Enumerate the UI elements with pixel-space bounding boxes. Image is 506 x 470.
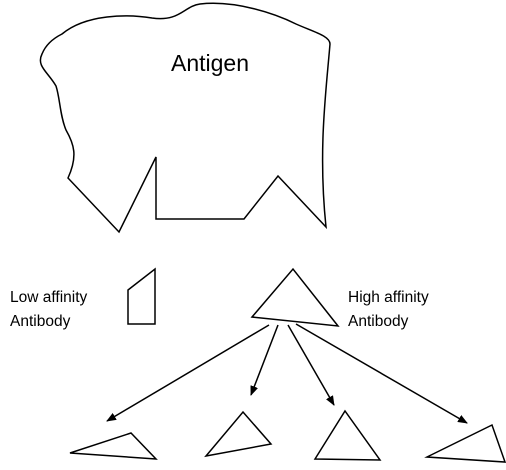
antigen-shape — [39, 2, 331, 234]
arrow-to-clone-3 — [287, 324, 335, 406]
high-affinity-label-line2: Antibody — [348, 313, 409, 330]
high-affinity-label: High affinity Antibody — [348, 289, 433, 330]
low-affinity-label: Low affinity Antibody — [10, 289, 92, 330]
arrow-to-clone-2 — [250, 324, 279, 396]
arrow-to-clone-4 — [295, 323, 468, 424]
clone-antibody-2 — [204, 410, 273, 458]
low-affinity-label-line2: Antibody — [10, 313, 71, 330]
arrow-to-clone-1 — [106, 324, 270, 422]
clone-antibody-1 — [69, 432, 158, 460]
antigen-label: Antigen — [171, 50, 249, 76]
clone-antibody-4 — [424, 423, 506, 463]
low-affinity-label-line1: Low affinity — [10, 289, 88, 306]
clone-antibody-3 — [313, 409, 382, 461]
high-affinity-antibody-shape — [250, 267, 340, 327]
low-affinity-antibody-shape — [127, 267, 156, 325]
high-affinity-label-line1: High affinity — [348, 289, 429, 306]
